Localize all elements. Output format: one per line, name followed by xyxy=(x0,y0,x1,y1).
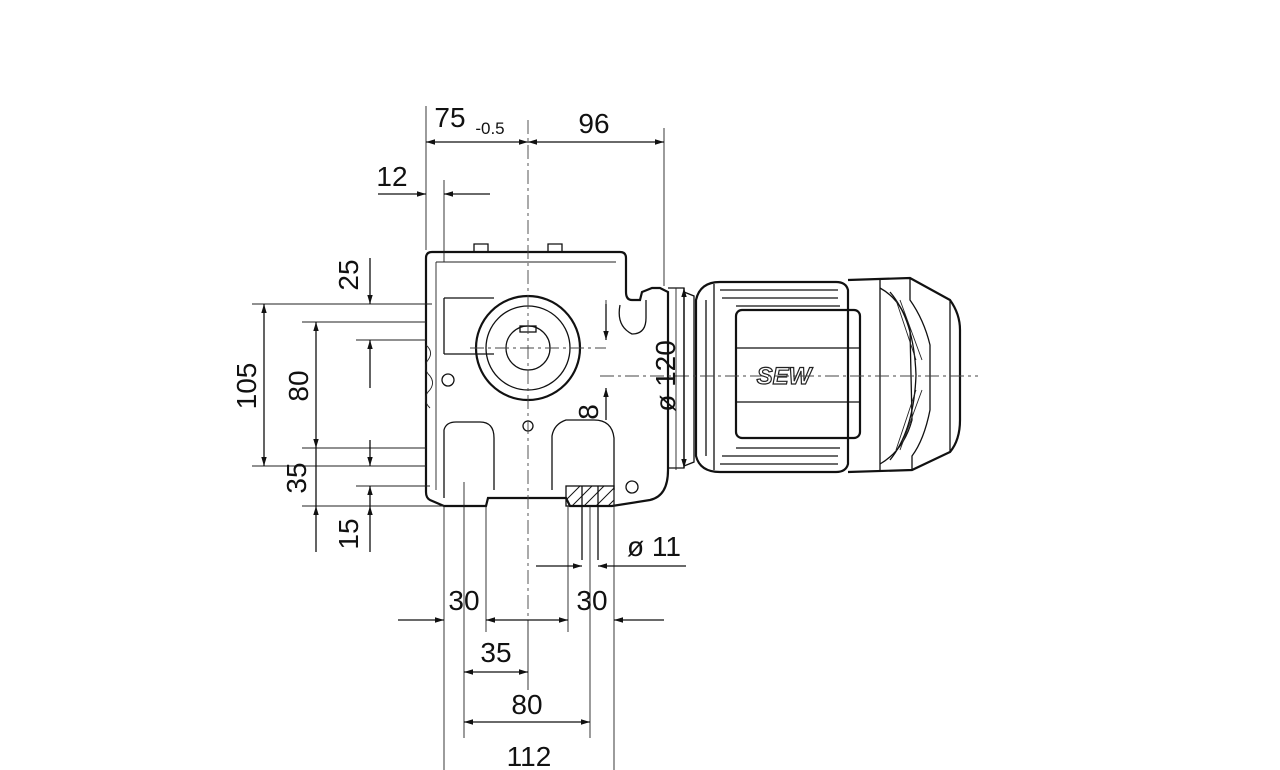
dimension-labels: 75 -0.5 96 12 25 105 80 35 15 8 ø 120 ø … xyxy=(231,102,681,770)
extension-lines xyxy=(252,106,677,770)
dim-8: 8 xyxy=(573,404,604,420)
dim-30-left: 30 xyxy=(448,585,479,616)
motor-body xyxy=(668,276,962,474)
dim-75-tolerance: -0.5 xyxy=(475,119,504,138)
dim-75: 75 xyxy=(434,102,465,133)
gearbox-housing xyxy=(424,243,670,560)
dim-diameter-120: ø 120 xyxy=(650,340,681,412)
dim-25: 25 xyxy=(333,259,364,290)
dimension-lines xyxy=(261,139,687,725)
dim-80-vertical: 80 xyxy=(283,370,314,401)
dim-diameter-11: ø 11 xyxy=(627,531,681,562)
dim-105: 105 xyxy=(231,363,262,410)
dim-80-bottom: 80 xyxy=(511,689,542,720)
dim-112: 112 xyxy=(507,741,552,770)
dim-96: 96 xyxy=(578,108,609,139)
brand-logo: SEW xyxy=(756,362,814,390)
dim-12: 12 xyxy=(376,161,407,192)
sew-logo: SEW xyxy=(757,363,814,390)
dim-30-right: 30 xyxy=(576,585,607,616)
dim-35-bottom: 35 xyxy=(480,637,511,668)
dim-35-vertical: 35 xyxy=(281,462,312,493)
center-lines xyxy=(470,120,978,620)
dim-15: 15 xyxy=(333,518,364,549)
